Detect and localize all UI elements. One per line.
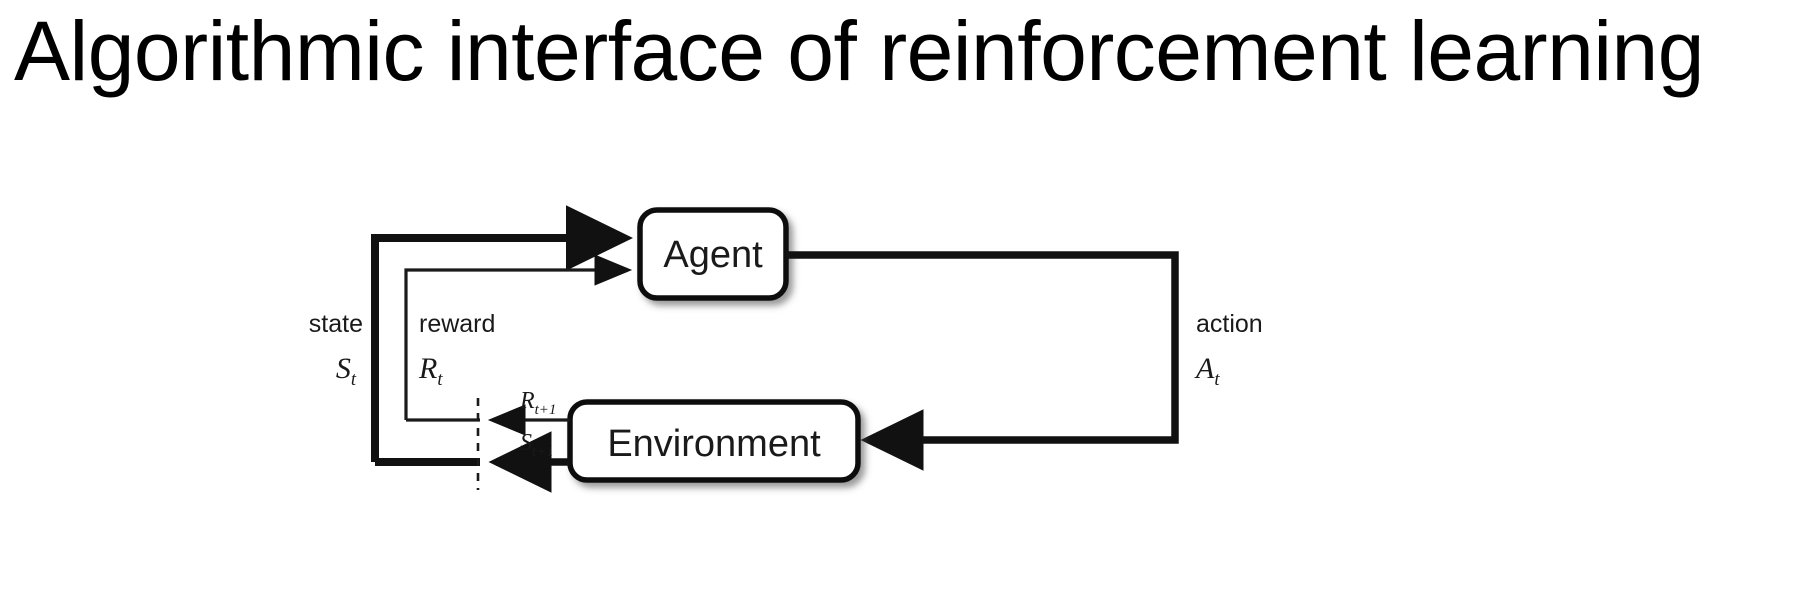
- edge-reward-to-agent: [404, 254, 633, 422]
- label-state: state St: [309, 310, 363, 390]
- label-reward: reward Rt: [418, 310, 495, 390]
- state-symbol-subscript: t: [351, 369, 357, 390]
- edge-state-to-agent: [371, 205, 633, 466]
- diagram-canvas: Agent Environment state St reward R: [309, 205, 1263, 493]
- next-state-symbol-base: S: [520, 430, 532, 456]
- state-symbol-base: S: [336, 352, 351, 385]
- next-state-label: St+1: [520, 430, 554, 460]
- reward-label-symbol: Rt: [418, 352, 443, 390]
- node-agent: Agent: [637, 207, 789, 301]
- environment-box: [567, 399, 861, 483]
- next-reward-symbol-subscript: t+1: [535, 402, 557, 418]
- action-label-symbol: At: [1194, 352, 1220, 390]
- next-reward-symbol-base: R: [519, 388, 535, 414]
- action-symbol-base: A: [1194, 352, 1215, 385]
- reward-symbol-subscript: t: [437, 369, 443, 390]
- label-action: action At: [1194, 310, 1263, 390]
- state-label-word: state: [309, 310, 363, 338]
- agent-box-label: Agent: [663, 234, 763, 276]
- state-label-symbol: St: [336, 352, 357, 390]
- rl-agent-environment-diagram: Agent Environment state St reward R: [0, 170, 1560, 594]
- edge-action-to-environment: [786, 251, 1179, 471]
- page-title: Algorithmic interface of reinforcement l…: [14, 4, 1704, 98]
- node-environment: Environment: [567, 399, 861, 483]
- reward-label-word: reward: [419, 310, 495, 338]
- action-label-word: action: [1196, 310, 1263, 338]
- reward-symbol-base: R: [418, 352, 437, 385]
- action-symbol-subscript: t: [1214, 369, 1220, 390]
- environment-box-label: Environment: [607, 423, 821, 465]
- next-state-symbol-subscript: t+1: [532, 444, 554, 460]
- next-reward-label: Rt+1: [519, 388, 556, 418]
